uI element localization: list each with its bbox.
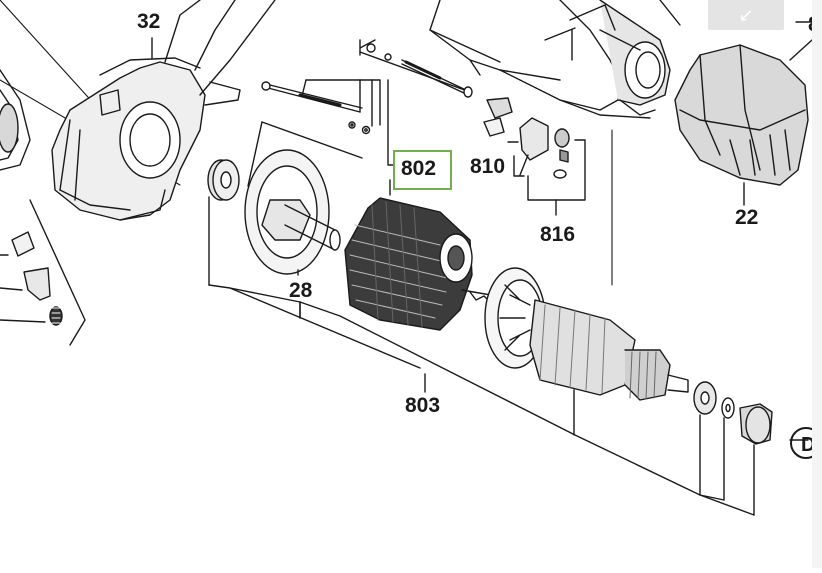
bearing-ring-left	[207, 159, 240, 286]
long-screws	[247, 39, 473, 187]
label-28[interactable]: 28	[289, 279, 313, 302]
highlight-802	[393, 150, 452, 190]
scroll-edge	[812, 0, 822, 568]
part-803-bracket	[208, 284, 755, 516]
expand-icon: ↙	[738, 4, 754, 26]
expand-button[interactable]: ↙	[708, 0, 784, 30]
label-803[interactable]: 803	[405, 394, 441, 417]
part-22-cover	[674, 39, 813, 206]
label-d: D	[801, 434, 816, 456]
part-32-housing	[0, 0, 276, 221]
label-810[interactable]: 810	[470, 155, 506, 178]
gear-housing	[429, 0, 681, 286]
part-810-brush	[483, 97, 549, 177]
bearing-right	[693, 381, 773, 516]
label-816[interactable]: 816	[540, 223, 576, 246]
label-802[interactable]: 802	[401, 157, 437, 180]
part-816-brush	[527, 128, 586, 216]
label-32: 32	[137, 10, 161, 33]
label-22[interactable]: 22	[735, 206, 759, 229]
armature-rotor	[461, 267, 689, 436]
part-28-baffle	[244, 149, 341, 319]
part-802-field-coil	[344, 179, 473, 331]
brush-holder-parts	[0, 69, 86, 346]
